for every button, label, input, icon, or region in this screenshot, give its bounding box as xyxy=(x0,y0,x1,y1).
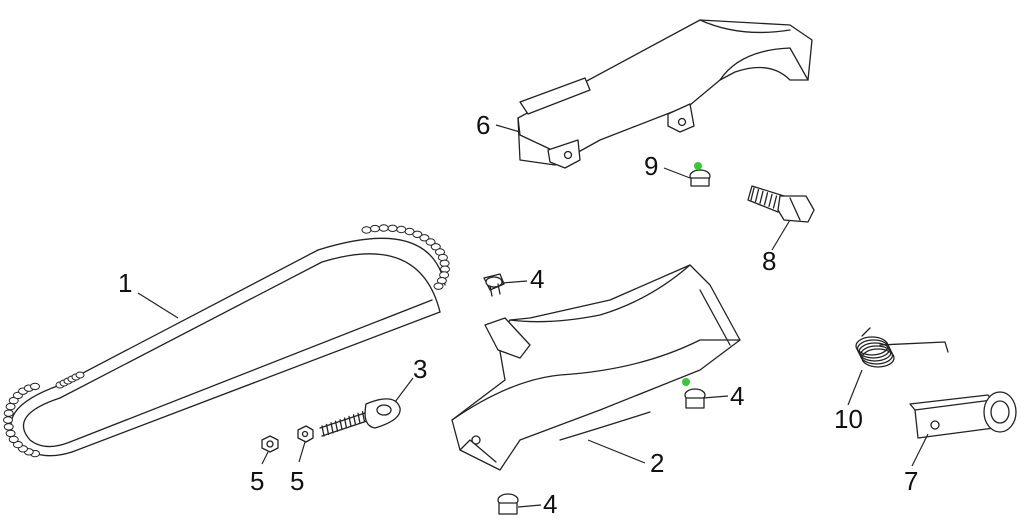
leader-9 xyxy=(663,167,691,179)
leader-2 xyxy=(587,439,646,464)
thread-line xyxy=(759,190,764,204)
chain-link xyxy=(75,371,85,379)
part-5-nut-left xyxy=(261,435,279,453)
part-3-adjuster-bolt xyxy=(319,398,401,437)
thread-line xyxy=(325,423,330,436)
adjuster-threads xyxy=(321,410,366,437)
chain-link xyxy=(30,382,40,391)
bolt-threads xyxy=(750,187,778,209)
chain-link xyxy=(5,429,16,438)
chain-link xyxy=(425,238,436,246)
chain-link xyxy=(419,234,430,242)
callout-3: 3 xyxy=(413,354,427,384)
thread-line xyxy=(352,414,357,426)
chain-link xyxy=(5,402,16,411)
chain-link xyxy=(8,435,19,444)
callout-4-lower: 4 xyxy=(543,489,557,519)
leader-6 xyxy=(495,124,521,133)
leader-8 xyxy=(771,219,791,251)
part-2-lower-guard xyxy=(451,264,741,471)
thread-line xyxy=(348,415,352,428)
thread-line xyxy=(330,422,334,434)
chain-link xyxy=(3,423,14,431)
callout-1: 1 xyxy=(118,268,132,298)
thread-line xyxy=(768,193,773,208)
thread-line xyxy=(750,187,755,201)
chain-link xyxy=(3,409,14,417)
leader-4b xyxy=(702,395,729,399)
leader-3 xyxy=(394,377,414,403)
chain-link xyxy=(437,253,448,262)
callout-8: 8 xyxy=(762,246,776,276)
chain-link xyxy=(378,224,389,232)
chain-links xyxy=(3,224,450,458)
chain-link xyxy=(412,230,423,239)
chain-link xyxy=(396,225,407,234)
callout-7: 7 xyxy=(904,466,918,496)
leader-1 xyxy=(137,292,179,319)
chain-link xyxy=(3,416,13,424)
marker-dot xyxy=(682,378,690,386)
callout-5-right: 5 xyxy=(290,466,304,496)
callout-9: 9 xyxy=(644,151,658,181)
chain-link xyxy=(370,224,380,233)
leader-5b xyxy=(298,441,306,463)
spring-coil xyxy=(861,348,895,368)
part-1-chain xyxy=(3,224,450,458)
thread-line xyxy=(361,410,366,423)
thread-line xyxy=(754,188,760,203)
callout-2: 2 xyxy=(650,448,664,478)
part-4-flange-bolt-upper xyxy=(483,273,505,297)
thread-line xyxy=(321,425,325,437)
callout-4-middle: 4 xyxy=(730,381,744,411)
leader-10 xyxy=(847,369,863,406)
part-6-upper-guard xyxy=(517,19,813,169)
chain-link xyxy=(361,226,372,234)
chain-link xyxy=(433,282,444,290)
thread-line xyxy=(357,412,361,424)
part-4-flange-bolt-lower xyxy=(497,493,519,515)
thread-line xyxy=(339,418,343,431)
callout-4-upper: 4 xyxy=(530,264,544,294)
leader-lines xyxy=(137,124,929,508)
thread-line xyxy=(334,420,339,432)
leader-4c xyxy=(517,504,542,508)
spring-coils xyxy=(855,336,895,368)
part-8-shoulder-bolt xyxy=(747,185,815,223)
part-9-small-flange-bolt xyxy=(689,162,711,187)
part-4-flange-bolt-middle xyxy=(682,378,706,409)
callout-5-left: 5 xyxy=(250,466,264,496)
callout-6: 6 xyxy=(476,110,490,140)
leader-4a xyxy=(501,280,528,284)
thread-line xyxy=(772,195,778,209)
thread-line xyxy=(343,417,348,429)
part-10-torsion-spring xyxy=(855,327,949,368)
callout-labels: 1 2 3 4 4 4 5 5 6 7 8 9 10 xyxy=(118,110,918,519)
thread-line xyxy=(763,192,769,206)
leader-5a xyxy=(261,451,269,465)
leader-7 xyxy=(911,433,929,467)
callout-10: 10 xyxy=(834,404,863,434)
part-7-tensioner-arm xyxy=(909,391,1017,439)
part-5-nut-right xyxy=(297,425,314,443)
marker-dot xyxy=(694,162,702,170)
chain-link xyxy=(387,224,398,233)
